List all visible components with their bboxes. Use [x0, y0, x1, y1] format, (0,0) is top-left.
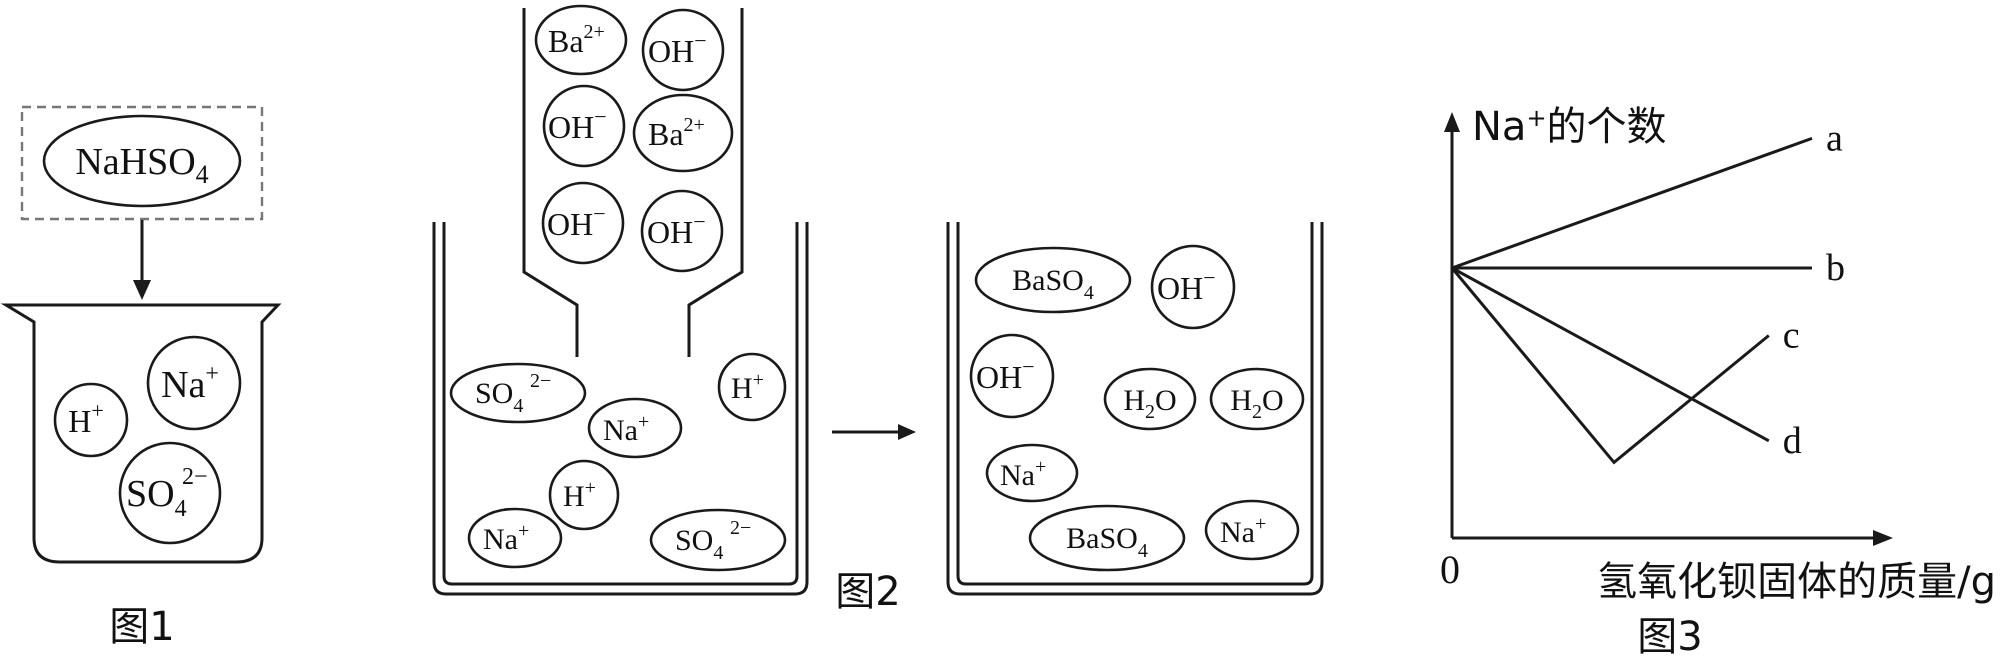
beaker-a-ion-h-1: H+: [717, 352, 787, 422]
ion-na-plus: Na+: [146, 335, 242, 431]
funnel-left-wall: [522, 8, 579, 357]
svg-text:OH−: OH−: [548, 104, 607, 145]
funnel-ion-oh-4: OH−: [640, 189, 724, 273]
figure-3-caption: 图3: [1637, 614, 1702, 660]
svg-text:SO4: SO4: [126, 473, 187, 522]
x-axis-label: 氢氧化钡固体的质量/g: [1597, 559, 1996, 605]
beaker-a-ion-h-2: H+: [548, 459, 620, 531]
svg-text:BaSO4: BaSO4: [1012, 264, 1094, 304]
beaker-a-ion-na-2: Na+: [467, 507, 563, 569]
funnel-ion-oh-3: OH−: [541, 181, 625, 265]
svg-text:OH−: OH−: [547, 201, 606, 242]
beaker-2b-outer: [946, 222, 1324, 596]
beaker-2a-outer: [432, 222, 809, 596]
svg-text:H2O: H2O: [1230, 384, 1283, 423]
dissolve-arrow-head: [133, 280, 151, 300]
svg-text:2−: 2−: [182, 464, 208, 490]
svg-text:Na+: Na+: [161, 361, 219, 406]
beaker-2b-inner: [956, 222, 1314, 586]
series-line-d: [1451, 266, 1770, 443]
series-layer: a bc d: [1450, 117, 1845, 465]
nahso4-ellipse: [42, 114, 242, 208]
ion-sulfate: SO4 2−: [118, 441, 222, 545]
figure-1: NaHSO4 H+ Na+ SO4 2− 图1: [0, 105, 282, 650]
series-label-c: c: [1783, 315, 1800, 357]
x-axis-arrow: [1873, 530, 1893, 546]
origin-label: 0: [1440, 547, 1460, 592]
beaker-b-na-1: Na+: [985, 443, 1079, 503]
figure-2: Ba2+ OH− OH− Ba2+ OH− OH− SO4 2−: [432, 4, 1324, 615]
funnel-ion-oh-1: OH−: [641, 8, 725, 92]
beaker-b-na-2: Na+: [1204, 499, 1300, 561]
series-line-c: [1450, 267, 1770, 465]
beaker-a-ion-sulfate-1: SO4 2−: [449, 362, 587, 424]
beaker-b-baso4-2: BaSO4: [1028, 504, 1186, 572]
beaker-2a-inner: [442, 222, 799, 586]
svg-text:H+: H+: [563, 477, 596, 513]
figure-1-caption: 图1: [109, 604, 174, 650]
svg-text:2−: 2−: [730, 517, 751, 539]
svg-text:H+: H+: [731, 369, 764, 405]
svg-text:BaSO4: BaSO4: [1066, 522, 1148, 562]
funnel-ion-ba-1: Ba2+: [534, 4, 628, 76]
svg-text:Na+: Na+: [1220, 513, 1266, 549]
svg-text:H+: H+: [68, 398, 104, 439]
ion-h-plus: H+: [53, 382, 129, 458]
figure-2-caption: 图2: [835, 569, 900, 615]
source-dashed-box: [20, 105, 264, 221]
y-axis-label: Na+的个数: [1472, 104, 1667, 150]
svg-text:OH−: OH−: [976, 354, 1035, 395]
series-label-d: d: [1783, 420, 1802, 462]
series-line-a: [1451, 136, 1813, 270]
nahso4-label: NaHSO4: [75, 141, 208, 189]
svg-text:Na+: Na+: [483, 520, 529, 556]
svg-text:OH−: OH−: [648, 28, 707, 69]
svg-text:H2O: H2O: [1123, 384, 1176, 423]
figure-3: Na+的个数 0 氢氧化钡固体的质量/g a bc d 图3: [1440, 104, 1996, 660]
beaker-b-oh-2: OH−: [969, 333, 1055, 419]
funnel-ion-oh-2: OH−: [542, 84, 626, 168]
reaction-arrow-head: [898, 424, 916, 440]
funnel-right-wall: [687, 8, 744, 357]
beaker-b-baso4-1: BaSO4: [974, 246, 1132, 314]
svg-text:Ba2+: Ba2+: [648, 114, 705, 152]
svg-text:2−: 2−: [530, 370, 551, 392]
svg-text:Ba2+: Ba2+: [548, 21, 605, 59]
beaker-b-h2o-1: H2O: [1103, 367, 1197, 431]
beaker-1: [0, 303, 282, 564]
svg-text:SO4: SO4: [475, 377, 523, 417]
beaker-a-ion-na-1: Na+: [587, 397, 683, 459]
svg-text:OH−: OH−: [1157, 265, 1216, 306]
beaker-b-oh-1: OH−: [1150, 244, 1236, 330]
svg-text:SO4: SO4: [675, 524, 723, 564]
series-label-b: b: [1826, 247, 1845, 289]
svg-text:OH−: OH−: [647, 209, 706, 250]
funnel-ion-ba-2: Ba2+: [632, 93, 734, 173]
beaker-b-h2o-2: H2O: [1209, 367, 1305, 431]
svg-text:Na+: Na+: [603, 411, 649, 447]
y-axis-arrow: [1444, 112, 1460, 132]
svg-text:Na+: Na+: [1000, 456, 1046, 492]
series-label-a: a: [1826, 117, 1843, 159]
beaker-a-ion-sulfate-2: SO4 2−: [649, 508, 787, 572]
